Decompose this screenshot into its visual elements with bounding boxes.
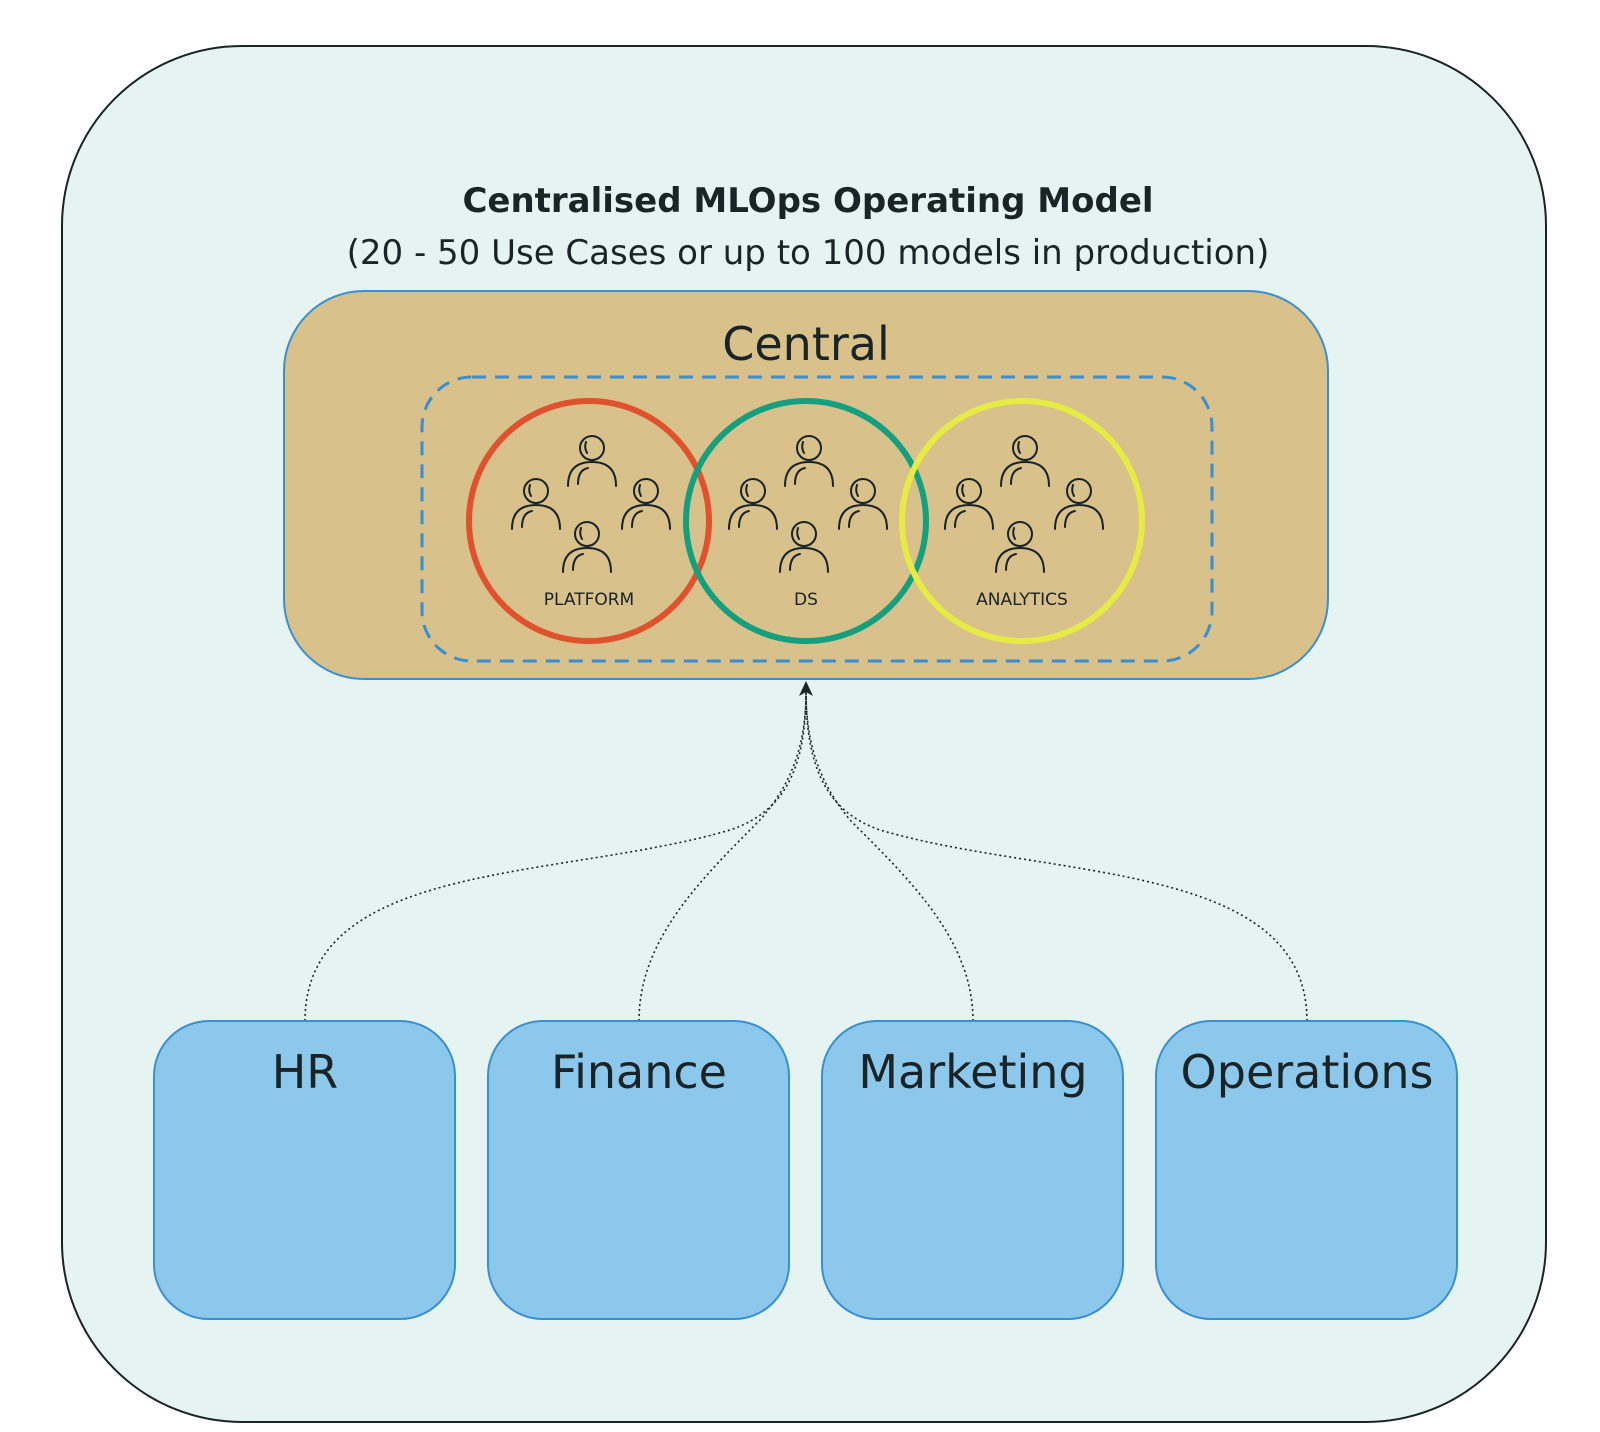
team-circle-analytics [899, 398, 1145, 644]
person-icon-ds-3 [838, 478, 888, 530]
department-label-marketing: Marketing [858, 1045, 1087, 1099]
department-label-hr: HR [272, 1045, 339, 1099]
team-label-ds: DS [794, 590, 818, 610]
connector-marketing [805, 689, 974, 1022]
department-label-finance: Finance [551, 1045, 727, 1099]
central-label: Central [722, 317, 890, 371]
team-label-platform: PLATFORM [544, 590, 634, 610]
person-icon-ds-2 [728, 478, 778, 530]
person-icon-analytics-4 [995, 521, 1045, 573]
person-icon-analytics-3 [1054, 478, 1104, 530]
person-icon-analytics-2 [944, 478, 994, 530]
people-icons-layer [511, 435, 1104, 573]
team-circle-ds [683, 398, 929, 644]
connector-finance [638, 689, 807, 1022]
person-icon-ds-1 [784, 435, 834, 487]
person-icon-ds-4 [779, 521, 829, 573]
diagram-title: Centralised MLOps Operating Model [462, 181, 1153, 221]
person-icon-platform-2 [511, 478, 561, 530]
department-box-operations [1155, 1020, 1458, 1320]
person-icon-platform-1 [567, 435, 617, 487]
connector-lines [304, 689, 1308, 1022]
person-icon-platform-3 [621, 478, 671, 530]
department-box-hr [153, 1020, 456, 1320]
department-box-marketing [821, 1020, 1124, 1320]
department-label-operations: Operations [1181, 1045, 1434, 1099]
team-label-analytics: ANALYTICS [976, 590, 1068, 610]
team-circle-platform [466, 398, 712, 644]
central-box [283, 290, 1329, 680]
department-box-finance [487, 1020, 790, 1320]
diagram-subtitle: (20 - 50 Use Cases or up to 100 models i… [347, 233, 1270, 273]
arrowhead-icon [799, 681, 813, 696]
person-icon-platform-4 [562, 521, 612, 573]
team-group-dashed-border [420, 375, 1214, 663]
person-icon-analytics-1 [1000, 435, 1050, 487]
connector-hr [304, 689, 807, 1022]
